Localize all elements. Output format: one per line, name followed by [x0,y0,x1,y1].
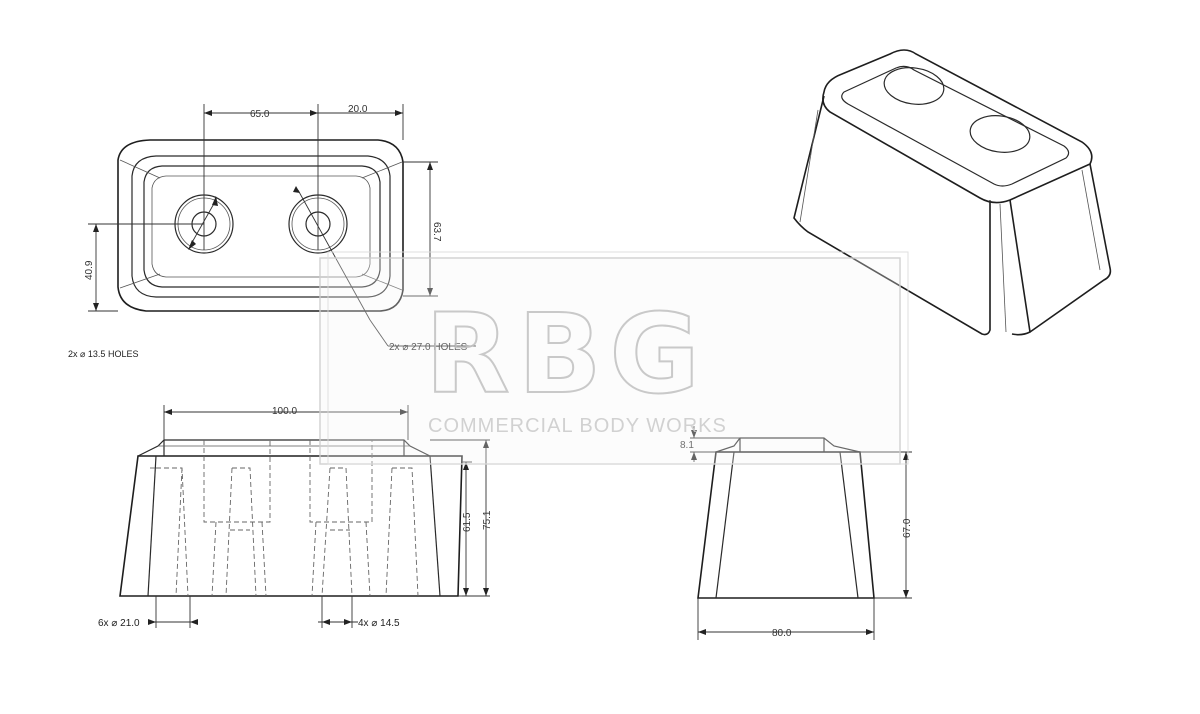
top-view-inner-rim [143,165,381,288]
iso-hole-back [969,115,1031,153]
isometric-view [793,49,1112,336]
dim-width: 80.0 [772,628,792,639]
top-view-inner-pocket [151,175,371,278]
front-view-hidden-features [150,440,419,597]
top-view-chamfer [131,155,391,298]
chamfer-line [361,161,403,179]
dim-offset-side: 40.9 [84,260,95,280]
watermark: RBG COMMERCIAL BODY WORKS [319,251,909,465]
watermark-frame [319,257,901,465]
side-view-top-lip [715,437,861,453]
watermark-logo: RBG [425,290,708,418]
dim-height-side: 67.0 [902,518,913,538]
iso-top-outer [822,49,1093,204]
note-large-holes: 2x ⌀ 27.0 HOLES [389,342,468,353]
dim-hole-offset: 20.0 [348,104,368,115]
note-small-holes: 2x ⌀ 13.5 HOLES [68,349,138,359]
dim-height-total: 75.1 [482,510,493,530]
note-bottom-left: 6x ⌀ 21.0 [98,618,140,629]
chamfer-line [119,273,161,289]
dim-height-inner: 61.5 [462,512,473,532]
dim-length: 100.0 [272,406,297,417]
front-view-top-lip [137,439,431,457]
iso-right-face [1009,163,1112,336]
front-view-outline [119,455,463,597]
dim-height: 63.7 [431,222,442,242]
note-bottom-right: 4x ⌀ 14.5 [358,618,400,629]
dim-hole-spacing: 65.0 [250,109,270,120]
side-view: 8.1 67.0 80.0 [680,426,913,640]
front-view: 100.0 61.5 75.1 6x ⌀ 21.0 4x ⌀ 14.5 [98,405,493,629]
dim-lip: 8.1 [680,440,694,451]
chamfer-line [119,159,161,179]
chamfer-line [361,273,403,291]
top-view: 65.0 20.0 63.7 40.9 2x ⌀ 27.0 HOLES 2x ⌀… [68,104,476,359]
iso-hole-front [883,67,945,105]
top-view-outline [117,139,404,312]
iso-left-face [793,95,991,336]
watermark-tagline: COMMERCIAL BODY WORKS [428,415,727,437]
iso-top-inner [841,65,1070,187]
